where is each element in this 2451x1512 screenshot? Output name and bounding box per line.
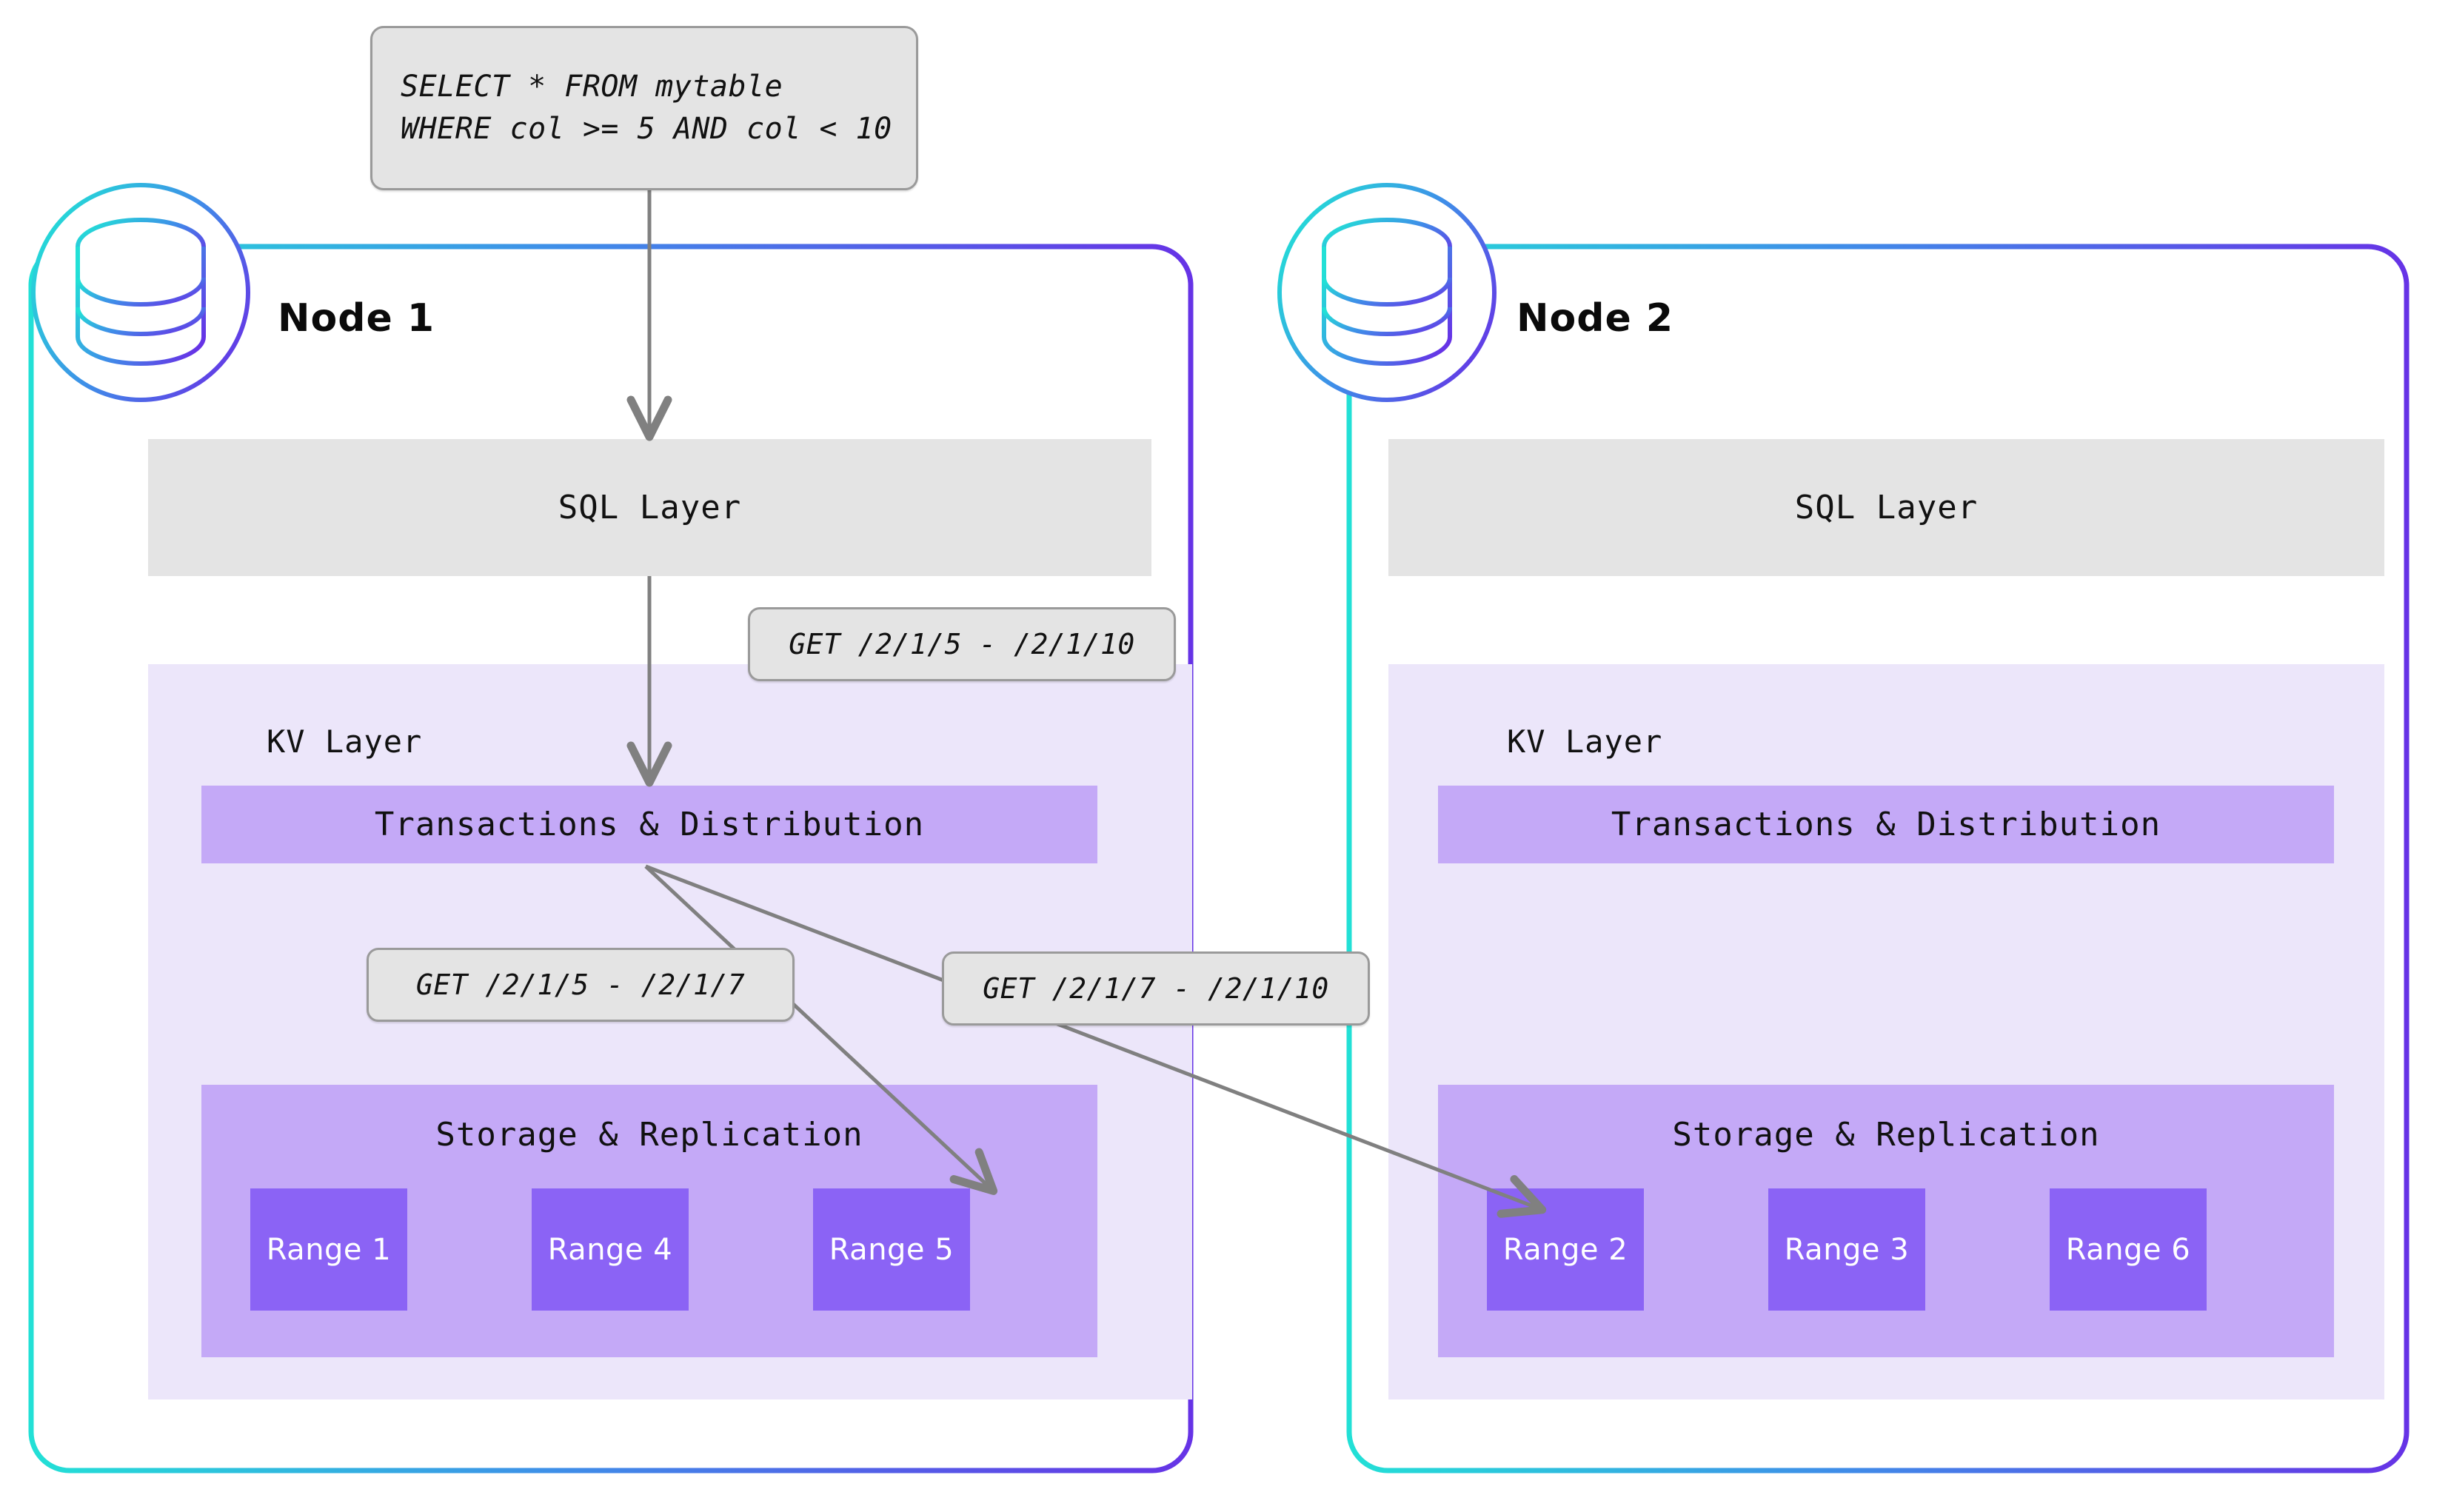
node-1-range-label: Range 4: [547, 1232, 673, 1267]
database-cylinder-icon: [1277, 183, 1497, 402]
node-1-storage-panel[interactable]: Storage & Replication Range 1 Range 4 Ra…: [201, 1085, 1097, 1357]
node-2-kv-layer-label: KV Layer: [1507, 723, 1663, 760]
sql-query-box[interactable]: SELECT * FROM mytable WHERE col >= 5 AND…: [370, 26, 918, 190]
node-2-range-box[interactable]: Range 6: [2050, 1188, 2207, 1311]
node-1-range-label: Range 5: [829, 1232, 954, 1267]
node-2-transactions-bar[interactable]: Transactions & Distribution: [1438, 786, 2334, 863]
node-2-transactions-label: Transactions & Distribution: [1611, 806, 2161, 843]
node-1-range-box[interactable]: Range 1: [250, 1188, 407, 1311]
node-1-transactions-label: Transactions & Distribution: [374, 806, 925, 843]
node-1-range-box[interactable]: Range 4: [532, 1188, 689, 1311]
get-label-text: GET /2/1/5 - /2/1/7: [415, 969, 746, 1001]
get-label-text: GET /2/1/7 - /2/1/10: [983, 972, 1329, 1005]
get-label-full-range[interactable]: GET /2/1/5 - /2/1/10: [748, 607, 1176, 681]
node-1-sql-layer-label: SQL Layer: [558, 489, 742, 526]
node-2-title: Node 2: [1517, 296, 1674, 341]
get-label-right-range[interactable]: GET /2/1/7 - /2/1/10: [942, 951, 1370, 1026]
get-label-left-range[interactable]: GET /2/1/5 - /2/1/7: [367, 948, 795, 1022]
node-2-storage-title: Storage & Replication: [1672, 1116, 2100, 1154]
node-1-sql-layer[interactable]: SQL Layer: [148, 439, 1151, 576]
node-2-range-label: Range 6: [2065, 1232, 2191, 1267]
get-label-text: GET /2/1/5 - /2/1/10: [789, 628, 1135, 660]
node-1-storage-title: Storage & Replication: [435, 1116, 863, 1154]
query-line-1: SELECT * FROM mytable: [401, 70, 783, 104]
node-1-transactions-bar[interactable]: Transactions & Distribution: [201, 786, 1097, 863]
query-line-2: WHERE col >= 5 AND col < 10: [401, 112, 892, 146]
node-2-range-box[interactable]: Range 2: [1487, 1188, 1644, 1311]
node-2-storage-panel[interactable]: Storage & Replication Range 2 Range 3 Ra…: [1438, 1085, 2334, 1357]
node-2-sql-layer-label: SQL Layer: [1794, 489, 1979, 526]
database-cylinder-icon: [31, 183, 250, 402]
node-2-sql-layer[interactable]: SQL Layer: [1388, 439, 2384, 576]
node-1-range-label: Range 1: [266, 1232, 392, 1267]
node-1-range-box[interactable]: Range 5: [813, 1188, 970, 1311]
node-1-kv-layer-label: KV Layer: [267, 723, 423, 760]
node-1-title: Node 1: [278, 296, 435, 341]
node-2-range-label: Range 2: [1502, 1232, 1628, 1267]
node-2-range-label: Range 3: [1784, 1232, 1910, 1267]
node-2-range-box[interactable]: Range 3: [1768, 1188, 1925, 1311]
